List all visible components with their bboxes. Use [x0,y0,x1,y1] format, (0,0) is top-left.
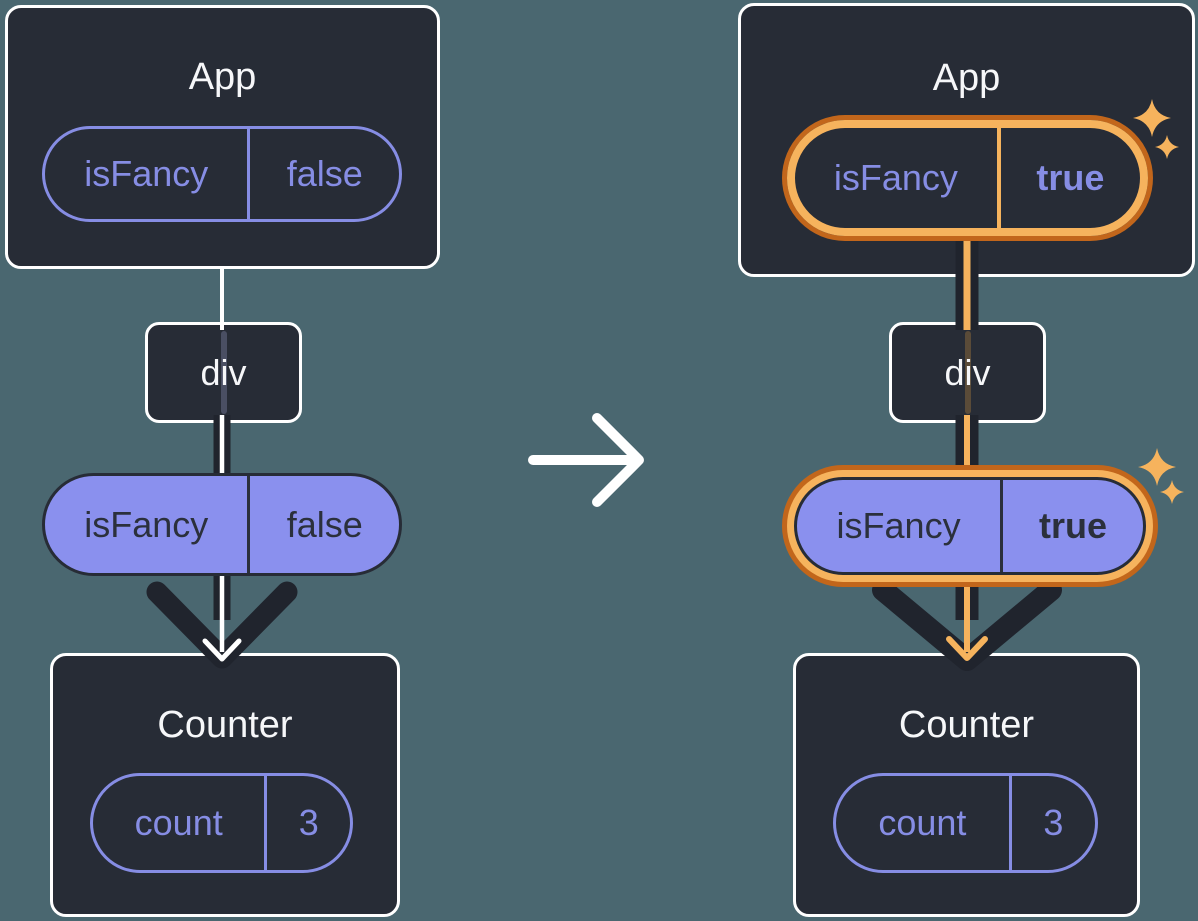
state-value: false [247,129,399,219]
state-value: 3 [264,776,350,870]
left-app-state-pill: isFancy false [42,126,402,222]
state-name: count [134,802,223,843]
state-value: 3 [1008,776,1095,870]
right-counter-state-pill: count 3 [833,773,1098,873]
left-counter-state-pill: count 3 [90,773,353,873]
prop-value: false [247,476,399,573]
right-div-label: div [944,351,991,393]
left-div-label: div [200,351,247,393]
transition-arrow-icon [528,413,644,507]
left-counter-title: Counter [157,704,293,746]
right-app-state-pill-highlighted: isFancy true [787,120,1148,236]
sparkles-middle [1138,448,1184,504]
state-name: isFancy [833,157,958,198]
sparkles-top [1133,99,1179,159]
prop-name: isFancy [836,505,961,546]
prop-name: isFancy [84,503,209,545]
prop-value: true [1000,480,1143,572]
state-name: isFancy [84,153,209,194]
sparkle-icon [1133,99,1171,137]
state-value: true [996,128,1140,228]
sparkle-icon [1155,135,1179,159]
right-app-title: App [932,57,1001,99]
right-div-passthrough-line [964,331,971,414]
sparkle-icon [1138,448,1176,486]
right-counter-title: Counter [898,704,1035,746]
left-prop-pill: isFancy false [42,473,402,576]
right-prop-pill-highlighted: isFancy true [794,477,1146,575]
left-div-passthrough-line [220,331,227,414]
left-app-title: App [188,56,257,98]
sparkle-icon [1160,480,1184,504]
state-name: count [878,802,967,843]
